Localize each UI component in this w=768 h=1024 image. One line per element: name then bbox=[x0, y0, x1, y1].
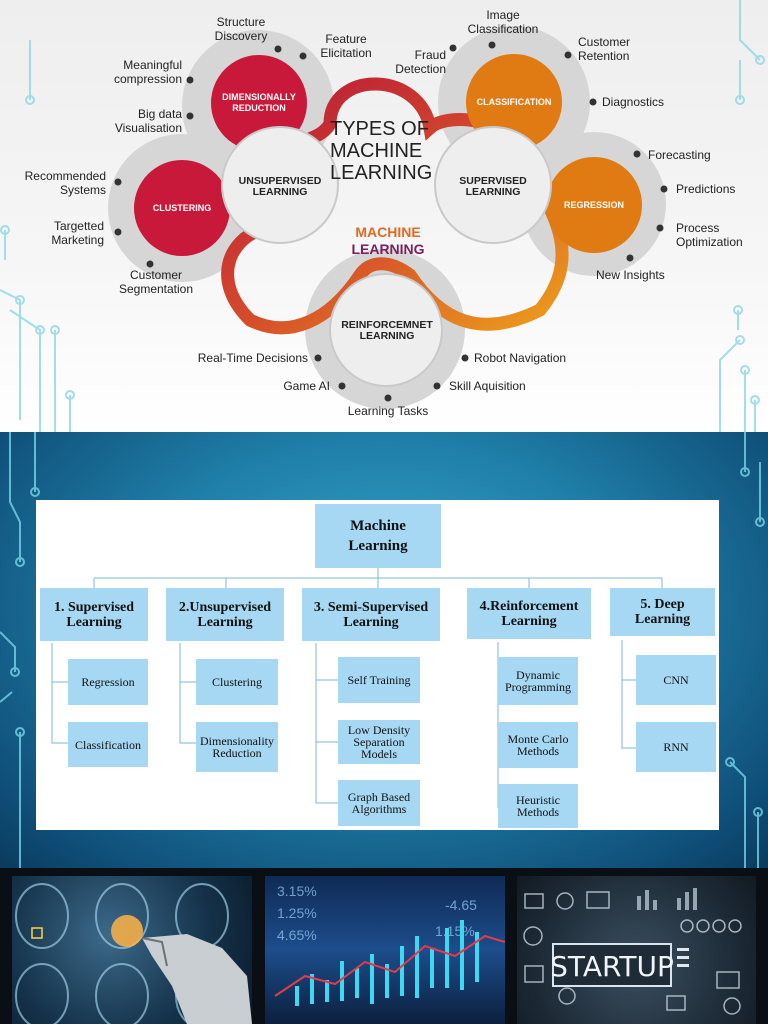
leaf-cnn: CNN bbox=[636, 655, 716, 705]
leaf-graph-based: Graph Based Algorithms bbox=[338, 780, 420, 826]
leaf-clustering: Clustering bbox=[196, 659, 278, 705]
reinforcement-label: REINFORCEMNET LEARNING bbox=[332, 320, 442, 342]
center-line2: LEARNING bbox=[351, 241, 425, 257]
supervised-line1: SUPERVISED bbox=[459, 175, 527, 187]
photo-startup-icons: STARTUP bbox=[517, 876, 756, 1024]
leaf-low-density: Low Density Separation Models bbox=[338, 720, 420, 764]
wheel-title: TYPES OF MACHINE LEARNING bbox=[330, 118, 442, 184]
leaf-self-training: Self Training bbox=[338, 657, 420, 703]
label-diagnostics: Diagnostics bbox=[602, 95, 665, 109]
label-image-classification: Image Classification bbox=[467, 8, 539, 36]
label-recommended-systems: Recommended Systems bbox=[24, 169, 106, 197]
supervised-label: SUPERVISED LEARNING bbox=[443, 176, 543, 198]
leaf-dimensionality-reduction: Dimensionality Reduction bbox=[196, 722, 278, 772]
wheel-graphics bbox=[0, 0, 765, 432]
tree-connectors bbox=[51, 558, 663, 808]
reinforcement-line1: REINFORCEMNET bbox=[341, 319, 433, 331]
leaf-rnn: RNN bbox=[636, 722, 716, 772]
branch-reinforcement: 4.Reinforcement Learning bbox=[467, 588, 591, 639]
leaf-heuristic: Heuristic Methods bbox=[498, 784, 578, 828]
classification-circle bbox=[466, 54, 562, 150]
title-line1: TYPES OF bbox=[330, 118, 429, 140]
stock-num-3: 4.65% bbox=[277, 927, 317, 943]
circuit-decoration-left bbox=[0, 40, 75, 432]
stock-num-1: 3.15% bbox=[277, 883, 317, 899]
label-big-data: Big data Visualisation bbox=[114, 107, 182, 135]
label-real-time-decisions: Real-Time Decisions bbox=[197, 351, 308, 365]
label-learning-tasks: Learning Tasks bbox=[347, 404, 429, 418]
label-structure-discovery: Structure Discovery bbox=[214, 15, 268, 43]
label-process-optimization: Process Optimization bbox=[676, 221, 743, 249]
label-fraud-detection: Fraud Detection bbox=[395, 48, 446, 76]
label-customer-retention: Customer Retention bbox=[578, 35, 631, 63]
stock-num-5: 1.15% bbox=[435, 923, 475, 939]
center-line1: MACHINE bbox=[355, 224, 421, 240]
unsupervised-line1: UNSUPERVISED bbox=[238, 175, 322, 187]
supervised-circle bbox=[434, 126, 552, 244]
label-robot-navigation: Robot Navigation bbox=[474, 351, 567, 365]
branch-unsupervised: 2.Unsupervised Learning bbox=[166, 588, 284, 641]
title-line3: LEARNING bbox=[330, 162, 433, 184]
label-game-ai: Game AI bbox=[283, 379, 330, 393]
unsupervised-line2: LEARNING bbox=[252, 186, 308, 198]
startup-image: STARTUP bbox=[523, 888, 742, 1015]
clustering-circle bbox=[134, 160, 230, 256]
stock-chart-image: 3.15% 1.25% 4.65% -4.65 1.15% bbox=[274, 883, 505, 1006]
photo-brain-scan-robot-hand bbox=[12, 876, 252, 1024]
stock-num-4: -4.65 bbox=[445, 897, 477, 913]
label-new-insights: New Insights bbox=[596, 268, 665, 282]
ml-types-wheel-panel: DIMENSIONALLY REDUCTION CLUSTERING CLASS… bbox=[0, 0, 768, 432]
unsupervised-label: UNSUPERVISED LEARNING bbox=[230, 176, 330, 198]
branch-deep-learning: 5. Deep Learning bbox=[610, 588, 715, 636]
leaf-monte-carlo: Monte Carlo Methods bbox=[498, 722, 578, 768]
label-forecasting: Forecasting bbox=[648, 148, 711, 162]
clustering-label: CLUSTERING bbox=[152, 203, 212, 213]
reinforcement-circle bbox=[329, 273, 443, 387]
label-skill-aquisition: Skill Aquisition bbox=[449, 379, 526, 393]
tree-root-node: Machine Learning bbox=[315, 504, 441, 568]
machine-learning-center-label: MACHINE LEARNING bbox=[332, 224, 444, 258]
label-customer-segmentation: Customer Segmentation bbox=[118, 268, 194, 296]
leaf-dynamic-programming: Dynamic Programming bbox=[498, 657, 578, 705]
stock-num-2: 1.25% bbox=[277, 905, 317, 921]
circuit-decoration-right bbox=[719, 0, 765, 432]
supervised-line2: LEARNING bbox=[465, 186, 521, 198]
leaf-regression: Regression bbox=[68, 659, 148, 705]
reinforcement-line2: LEARNING bbox=[359, 330, 415, 342]
circuit-decoration-mid bbox=[0, 432, 765, 868]
ml-tree-panel: Machine Learning 1. Supervised Learning … bbox=[36, 500, 719, 830]
label-meaningful-compression: Meaningful compression bbox=[113, 58, 182, 86]
regression-circle bbox=[546, 157, 642, 253]
classification-label: CLASSIFICATION bbox=[476, 97, 552, 107]
leaf-classification: Classification bbox=[68, 722, 148, 767]
dimensionality-label: DIMENSIONALLY REDUCTION bbox=[214, 92, 304, 114]
dimensionality-line2: REDUCTION bbox=[232, 103, 286, 113]
label-feature-elicitation: Feature Elicitation bbox=[320, 32, 372, 60]
label-predictions: Predictions bbox=[676, 182, 736, 196]
branch-semi-supervised: 3. Semi-Supervised Learning bbox=[302, 588, 440, 641]
unsupervised-circle bbox=[221, 126, 339, 244]
startup-word: STARTUP bbox=[550, 950, 674, 983]
dimensionality-line1: DIMENSIONALLY bbox=[222, 92, 296, 102]
regression-label: REGRESSION bbox=[563, 200, 624, 210]
photo-stock-market-chart: 3.15% 1.25% 4.65% -4.65 1.15% bbox=[265, 876, 505, 1024]
brain-scan-image bbox=[15, 883, 252, 1024]
label-targetted-marketing: Targetted Marketing bbox=[51, 219, 104, 247]
branch-supervised: 1. Supervised Learning bbox=[40, 588, 148, 641]
title-line2: MACHINE bbox=[330, 140, 423, 162]
